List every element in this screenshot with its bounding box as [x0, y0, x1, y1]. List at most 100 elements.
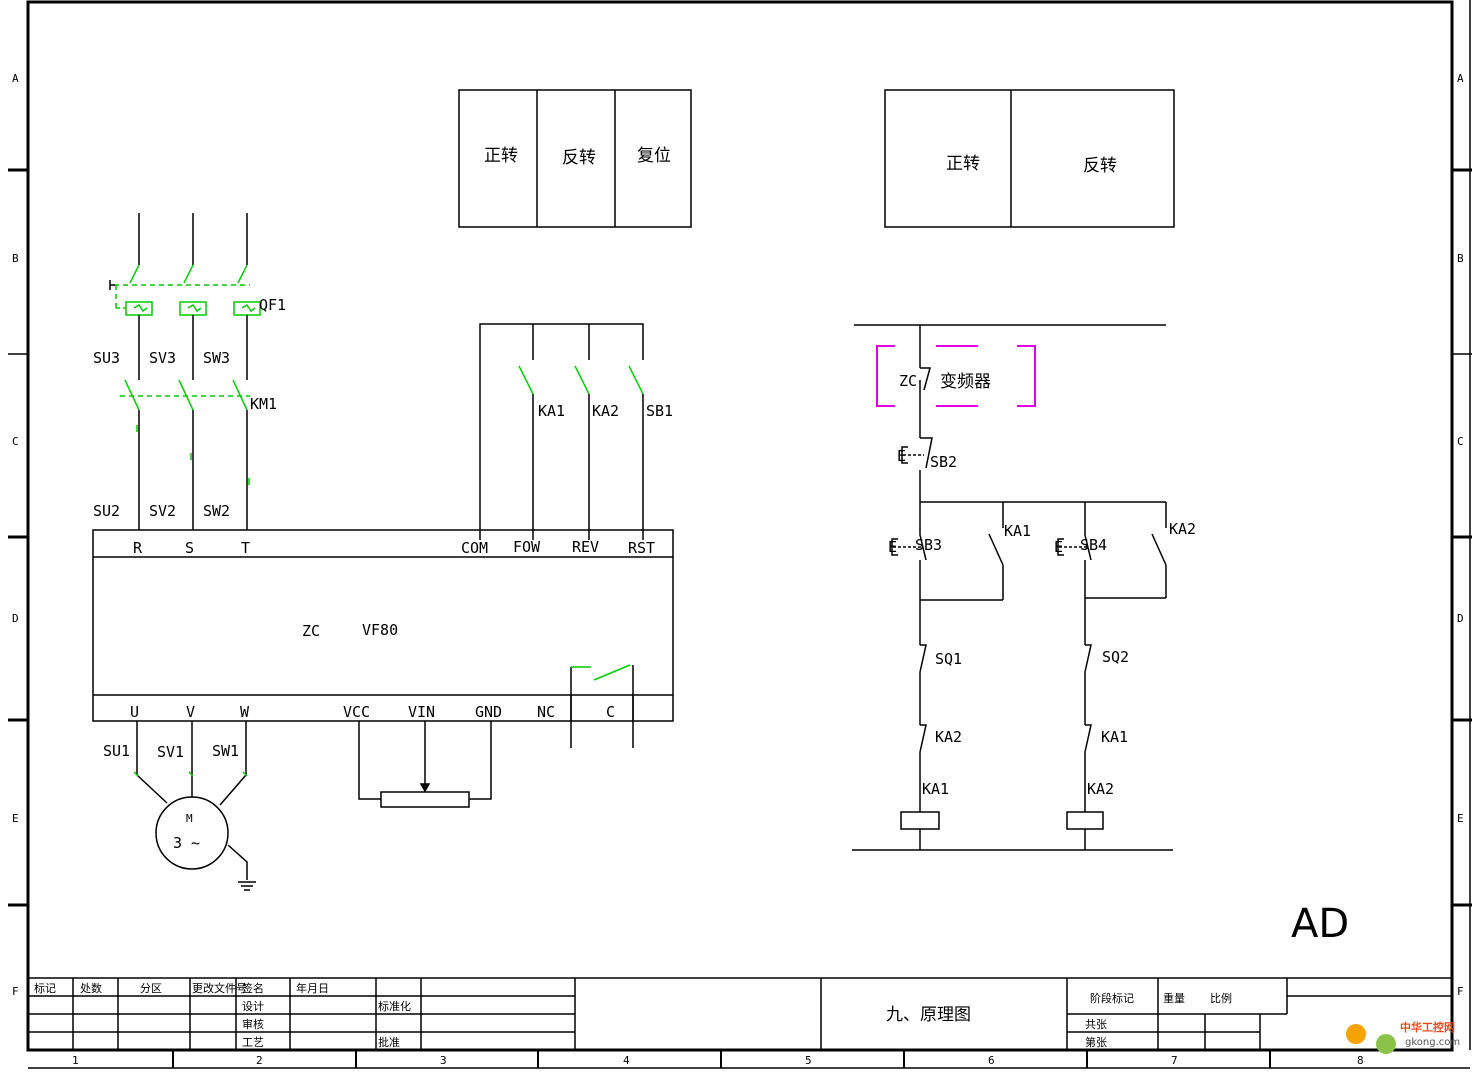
col-number-7: 7	[1171, 1054, 1178, 1067]
panel-left-reset-label: 复位	[637, 146, 671, 166]
sheet-mark: AD	[1291, 901, 1349, 947]
row-letter-a-right: A	[1457, 72, 1464, 85]
terminal-c: C	[606, 703, 615, 721]
control-circuit-labels: ZC 变频器 E SB2 E SB3 KA1 E SB4 KA2 SQ1 SQ2…	[888, 372, 1196, 798]
rev-e-mark: E	[1054, 538, 1063, 556]
button-panel-right: 正转 反转	[884, 89, 1175, 228]
input-switch-circuit	[479, 323, 644, 540]
tb-count: 处数	[80, 982, 102, 995]
inverter-labels: R S T COM FOW REV RST ZC VF80 U V W VCC …	[130, 538, 655, 721]
breaker-qf1-label: QF1	[259, 296, 286, 314]
column-numbers: 1 2 3 4 5 6 7 8	[72, 1054, 1364, 1067]
row-letter-f-right: F	[1457, 985, 1464, 998]
col-number-1: 1	[72, 1054, 79, 1067]
watermark-logo: 中华工控网 gkong.com	[1346, 1020, 1460, 1054]
tb-sign: 签名	[242, 981, 264, 995]
power-circuit-labels: QF1 KM1 SU3 SV3 SW3 SU2 SV2 SW2	[93, 296, 286, 520]
gear-icon-small	[1376, 1034, 1396, 1054]
potentiometer	[358, 721, 492, 808]
contactor-km1-label: KM1	[250, 395, 277, 413]
switch-sb1-label: SB1	[646, 402, 673, 420]
label-sw2: SW2	[203, 502, 230, 520]
col-number-8: 8	[1357, 1054, 1364, 1067]
label-sv2: SV2	[149, 502, 176, 520]
row-letters: A B C D E F A B C D E F	[12, 72, 1464, 998]
tb-review: 审核	[242, 1017, 264, 1031]
terminal-gnd: GND	[475, 703, 502, 721]
drawing-frame	[8, 0, 1472, 1069]
row-letter-d-right: D	[1457, 612, 1464, 625]
row-letter-c-left: C	[12, 435, 19, 448]
watermark-text: 中华工控网	[1400, 1020, 1455, 1034]
panel-left-reverse-label: 反转	[562, 148, 596, 168]
coil-ka1-symbol	[900, 811, 940, 830]
terminal-u: U	[130, 703, 139, 721]
terminal-t: T	[241, 539, 250, 557]
label-su2: SU2	[93, 502, 120, 520]
input-switch-labels: KA1 KA2 SB1	[538, 402, 673, 420]
inverter-zc-label: ZC	[302, 622, 320, 640]
tb-date: 年月日	[296, 981, 329, 995]
col-number-3: 3	[440, 1054, 447, 1067]
motor-labels: SU1 SV1 SW1 M 3 ~	[103, 742, 239, 852]
stop-e-mark: E	[897, 447, 906, 465]
inverter-model-label: VF80	[362, 621, 398, 639]
coil-ka1-label: KA1	[922, 780, 949, 798]
motor-circuit	[133, 721, 256, 891]
terminal-rev: REV	[572, 538, 599, 556]
row-letter-a-left: A	[12, 72, 19, 85]
col-number-2: 2	[256, 1054, 263, 1067]
terminal-vin: VIN	[408, 703, 435, 721]
col-number-4: 4	[623, 1054, 630, 1067]
tb-approve: 批准	[378, 1035, 400, 1049]
coil-ka2-symbol	[1066, 811, 1104, 830]
panel-right-forward-label: 正转	[946, 154, 980, 174]
fwd-e-mark: E	[888, 538, 897, 556]
row-letter-e-right: E	[1457, 812, 1464, 825]
interlock-ka2-label: KA2	[935, 728, 962, 746]
motor-3phase-label: 3 ~	[173, 834, 200, 852]
switch-ka1-label: KA1	[538, 402, 565, 420]
rev-button-sb4-label: SB4	[1080, 536, 1107, 554]
row-letter-b-left: B	[12, 252, 19, 265]
row-letter-d-left: D	[12, 612, 19, 625]
tb-stage: 阶段标记	[1090, 991, 1134, 1005]
fwd-hold-ka1-label: KA1	[1004, 522, 1031, 540]
tb-zone: 分区	[140, 982, 162, 995]
drawing-title: 九、原理图	[886, 1005, 971, 1025]
interlock-ka1-label: KA1	[1101, 728, 1128, 746]
row-letter-f-left: F	[12, 985, 19, 998]
col-number-6: 6	[988, 1054, 995, 1067]
tb-scale: 比例	[1210, 991, 1232, 1005]
stop-button-sb2-label: SB2	[930, 453, 957, 471]
gear-icon	[1346, 1024, 1366, 1044]
coil-ka2-label: KA2	[1087, 780, 1114, 798]
tb-weight: 重量	[1163, 991, 1185, 1005]
power-circuit	[109, 213, 261, 530]
terminal-v: V	[186, 703, 195, 721]
row-letter-e-left: E	[12, 812, 19, 825]
label-su3: SU3	[93, 349, 120, 367]
terminal-w: W	[240, 703, 250, 721]
panel-right-reverse-label: 反转	[1083, 156, 1117, 176]
tb-change-doc: 更改文件号	[192, 981, 247, 995]
terminal-vcc: VCC	[343, 703, 370, 721]
limit-sq1-label: SQ1	[935, 650, 962, 668]
fault-inverter-label: 变频器	[940, 372, 991, 392]
terminal-s: S	[185, 539, 194, 557]
fwd-button-sb3-label: SB3	[915, 536, 942, 554]
button-panel-left: 正转 反转 复位	[458, 89, 692, 228]
tb-process: 工艺	[242, 1036, 264, 1049]
switch-ka2-label: KA2	[592, 402, 619, 420]
title-block-text: 标记 处数 分区 更改文件号 签名 年月日 设计 标准化 审核 工艺 阶段标记 …	[34, 981, 1232, 1049]
rev-hold-ka2-label: KA2	[1169, 520, 1196, 538]
watermark-url: gkong.com	[1405, 1037, 1460, 1048]
inverter-vf80	[92, 529, 674, 748]
label-sv1: SV1	[157, 743, 184, 761]
label-sv3: SV3	[149, 349, 176, 367]
panel-left-forward-label: 正转	[484, 146, 518, 166]
row-letter-b-right: B	[1457, 252, 1464, 265]
col-number-5: 5	[805, 1054, 812, 1067]
label-sw1: SW1	[212, 742, 239, 760]
row-letter-c-right: C	[1457, 435, 1464, 448]
